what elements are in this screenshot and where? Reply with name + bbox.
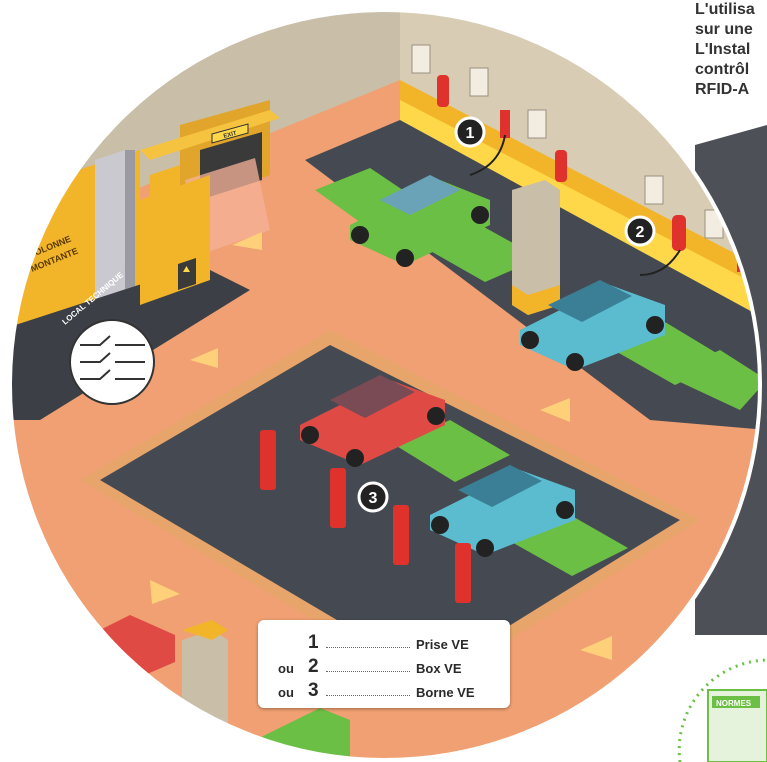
legend-number: 1 xyxy=(308,632,319,653)
floor-arrows xyxy=(150,232,612,660)
intro-line: L'utilisa xyxy=(695,1,755,18)
scene-frame xyxy=(8,8,762,762)
ev-bay-marking xyxy=(665,350,760,410)
pillar xyxy=(182,620,228,760)
legend-row: 1 Prise VE xyxy=(258,632,510,656)
intro-line: contrôl xyxy=(695,61,750,78)
legend-row: ou 3 Borne VE xyxy=(258,680,510,704)
badge-1-number: 1 xyxy=(466,125,475,142)
warning-icon xyxy=(183,266,190,272)
arrow-icon xyxy=(150,580,180,604)
legend-prefix: ou xyxy=(278,685,294,700)
blue-car xyxy=(520,280,665,371)
normes-label: NORMES xyxy=(716,699,752,708)
charging-cable xyxy=(639,249,681,276)
legend-number: 3 xyxy=(308,680,319,701)
badge-2: 2 xyxy=(624,215,656,247)
badge-2-number: 2 xyxy=(636,224,645,241)
red-car xyxy=(300,375,445,467)
intro-paragraph: L'utilisa sur une L'Instal contrôl RFID-… xyxy=(695,0,767,100)
charging-cable xyxy=(469,134,506,176)
charging-station xyxy=(260,430,471,603)
legend-box: 1 Prise VE ou 2 Box VE ou 3 Borne VE xyxy=(258,620,510,708)
arrow-icon xyxy=(580,636,612,660)
pillar xyxy=(512,180,560,315)
legend-leader xyxy=(326,695,410,696)
legend-row: ou 2 Box VE xyxy=(258,656,510,680)
green-car xyxy=(350,175,490,267)
arrow-icon xyxy=(232,232,262,250)
ev-bay-marking xyxy=(395,420,510,482)
charging-box-icon xyxy=(672,215,686,251)
legend-number: 2 xyxy=(308,656,319,677)
intro-line: L'Instal xyxy=(695,41,751,58)
legend-leader xyxy=(326,671,410,672)
intro-line: RFID-A xyxy=(695,81,750,98)
legend-label: Prise VE xyxy=(416,637,469,652)
arrow-icon xyxy=(190,348,218,368)
wall-box xyxy=(411,44,747,272)
legend-leader xyxy=(326,647,410,648)
badge-3: 3 xyxy=(357,481,389,513)
legend-label: Borne VE xyxy=(416,685,475,700)
arrow-icon xyxy=(540,398,570,422)
electrical-schema-icon xyxy=(69,319,155,405)
badge-3-number: 3 xyxy=(369,490,378,507)
intro-line: sur une xyxy=(695,21,753,38)
normes-document-icon: NORMES xyxy=(677,658,767,762)
exit-sign-text: EXIT xyxy=(223,131,238,140)
blue-car xyxy=(430,465,575,557)
badge-1: 1 xyxy=(454,116,486,148)
legend-prefix: ou xyxy=(278,661,294,676)
legend-label: Box VE xyxy=(416,661,462,676)
exit-sign: EXIT xyxy=(211,123,249,144)
